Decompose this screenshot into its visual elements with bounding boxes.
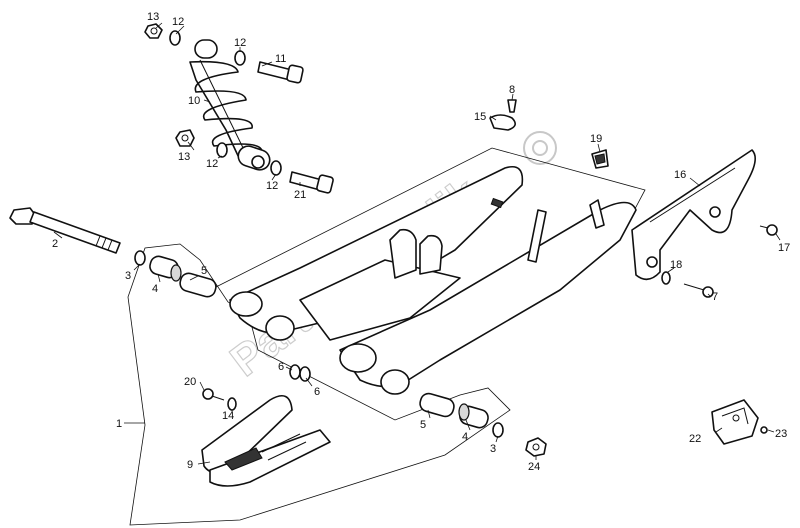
callout-7: 7 xyxy=(712,291,718,303)
callout-12: 12 xyxy=(234,37,246,49)
washer-12-bottom-left xyxy=(216,142,228,158)
callouts: 1 2 3 3 4 4 5 5 6 6 7 8 9 10 11 12 12 12… xyxy=(52,11,790,473)
callout-6: 6 xyxy=(314,386,320,398)
callout-9: 9 xyxy=(187,459,193,471)
bolt-7 xyxy=(683,283,714,298)
washer-14 xyxy=(227,397,237,411)
leader-lines xyxy=(53,22,781,465)
nut-24 xyxy=(525,437,547,457)
callout-14: 14 xyxy=(222,410,234,422)
screw-17 xyxy=(759,224,778,236)
watermark-gear-icon xyxy=(523,131,557,165)
clamp-15 xyxy=(489,114,516,131)
callout-2: 2 xyxy=(52,238,58,250)
clip-19 xyxy=(591,149,609,169)
screw-20 xyxy=(202,388,225,401)
chain-slider-9 xyxy=(201,394,331,487)
washer-12-top-right xyxy=(234,50,246,66)
washer-6-b xyxy=(299,366,311,382)
washer-3-right xyxy=(492,422,504,438)
axle-bolt-2 xyxy=(9,207,121,254)
callout-1: 1 xyxy=(116,418,122,430)
plate-22 xyxy=(711,399,759,445)
callout-4: 4 xyxy=(152,283,158,295)
callout-23: 23 xyxy=(775,428,787,440)
callout-5: 5 xyxy=(420,419,426,431)
nut-13-top xyxy=(144,23,163,39)
swingarm-outline xyxy=(209,147,646,291)
bushing-4-right xyxy=(458,403,489,429)
callout-10: 10 xyxy=(188,95,200,107)
screw-23 xyxy=(760,426,768,434)
callout-3: 3 xyxy=(490,443,496,455)
bushing-4-left xyxy=(149,255,182,282)
callout-18: 18 xyxy=(670,259,682,271)
spacer-5-right xyxy=(419,392,455,418)
nut-13-bottom xyxy=(175,129,195,147)
callout-11: 11 xyxy=(275,53,286,65)
washer-18 xyxy=(661,271,671,285)
spacer-5-left xyxy=(179,272,217,298)
callout-24: 24 xyxy=(528,461,540,473)
callout-17: 17 xyxy=(778,242,790,254)
callout-12: 12 xyxy=(206,158,218,170)
callout-16: 16 xyxy=(674,169,686,181)
callout-19: 19 xyxy=(590,133,602,145)
bolt-21 xyxy=(289,171,334,194)
washer-3-left xyxy=(134,250,146,266)
swingarm xyxy=(229,166,637,395)
callout-3: 3 xyxy=(125,270,131,282)
callout-12: 12 xyxy=(172,16,184,28)
washer-12-top-left xyxy=(169,30,181,46)
callout-4: 4 xyxy=(462,431,468,443)
callout-5: 5 xyxy=(201,265,207,277)
chain-guard-16 xyxy=(631,149,756,281)
callout-8: 8 xyxy=(509,84,515,96)
callout-15: 15 xyxy=(474,111,486,123)
callout-20: 20 xyxy=(184,376,196,388)
bolt-11 xyxy=(257,61,304,84)
shock-absorber xyxy=(189,39,271,171)
washer-6-a xyxy=(289,364,301,380)
callout-12: 12 xyxy=(266,180,278,192)
washer-12-bottom-right xyxy=(270,160,282,176)
callout-22: 22 xyxy=(689,433,701,445)
callout-13: 13 xyxy=(147,11,159,23)
callout-13: 13 xyxy=(178,151,190,163)
callout-6: 6 xyxy=(278,361,284,373)
callout-21: 21 xyxy=(294,189,306,201)
screw-8 xyxy=(507,99,517,113)
